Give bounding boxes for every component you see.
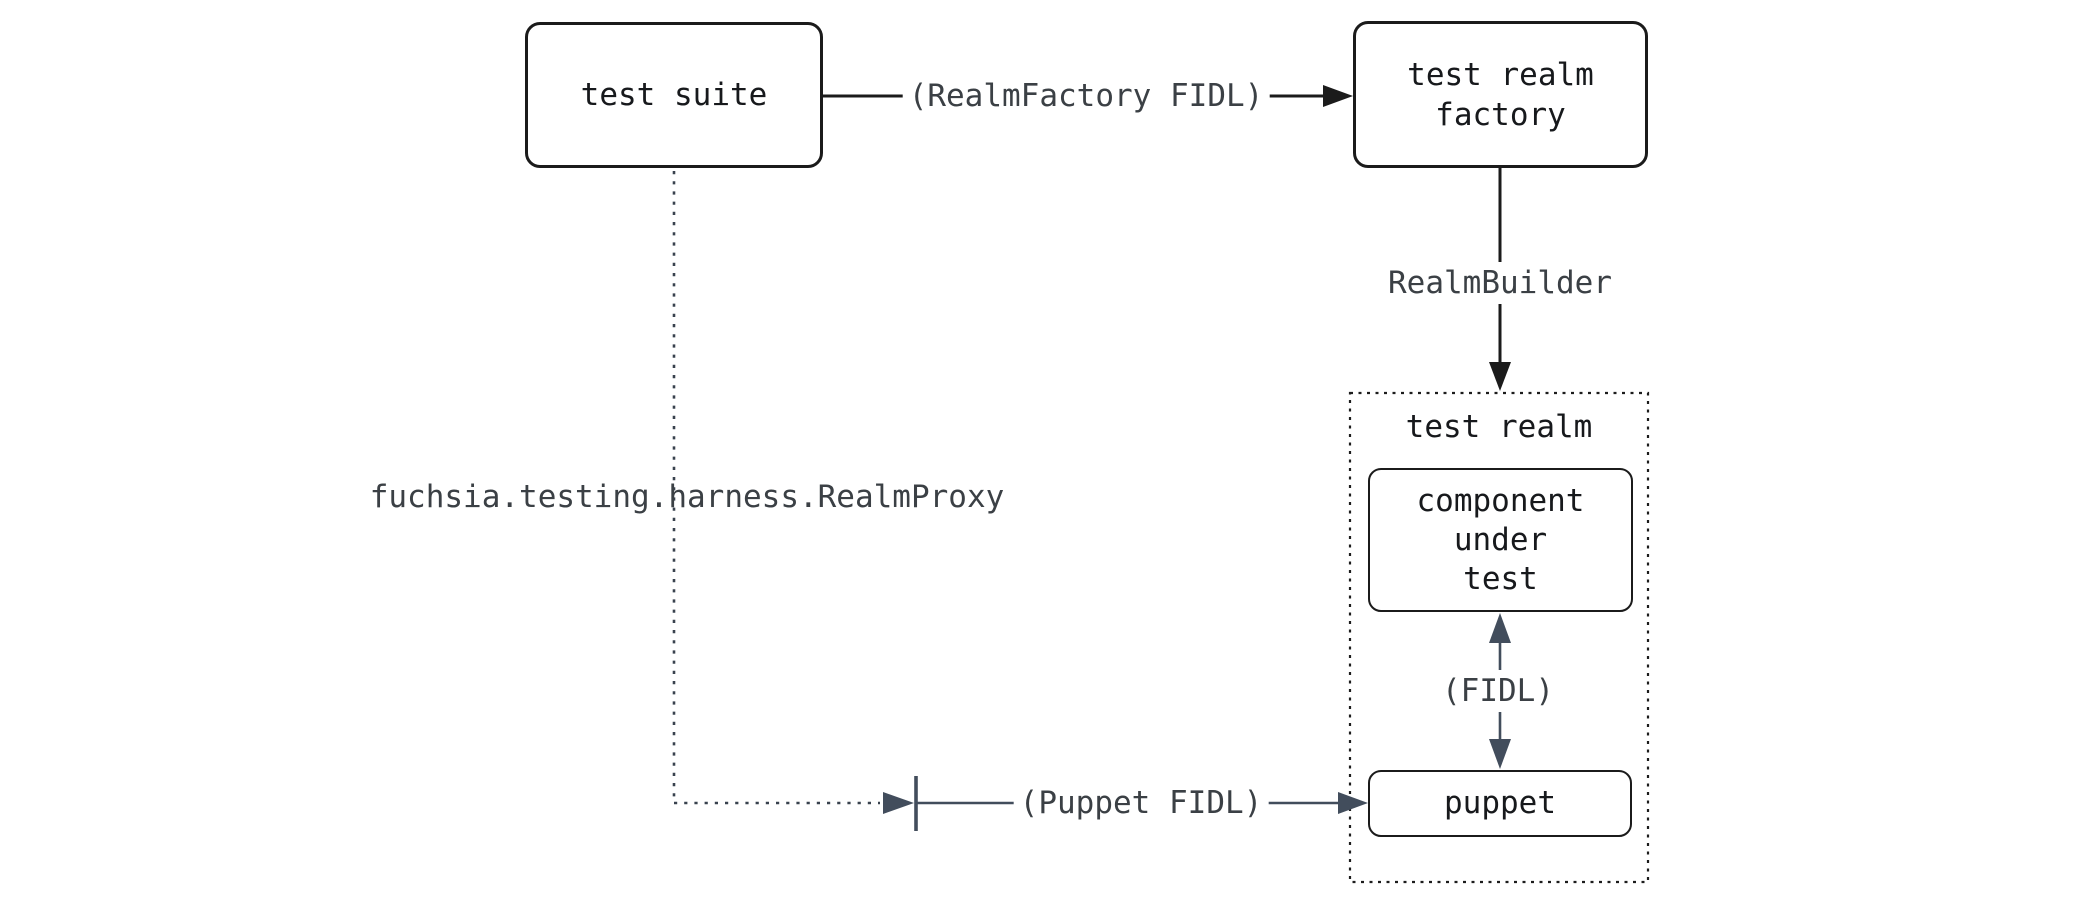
test-realm-container-title: test realm [1405, 409, 1593, 445]
node-puppet-label: puppet [1444, 785, 1556, 821]
realm-builder-connector-label: RealmBuilder [1382, 262, 1618, 304]
node-test-realm-factory-line2: factory [1435, 96, 1566, 133]
arrowhead-right-icon [1323, 85, 1353, 107]
node-test-realm-factory: test realm factory [1353, 21, 1648, 168]
arrowhead-right-icon [1338, 792, 1368, 814]
realm-proxy-connector [672, 171, 918, 831]
node-cut-line3: test [1463, 560, 1538, 597]
fidl-connector-label: (FIDL) [1436, 670, 1560, 712]
realm-proxy-connector-label: fuchsia.testing.harness.RealmProxy [369, 479, 1005, 515]
arrowhead-up-icon [1489, 613, 1511, 643]
arrowhead-down-icon [1489, 362, 1511, 391]
test-realm-container-border [1348, 391, 1650, 884]
node-test-suite-label: test suite [580, 77, 768, 113]
node-test-suite: test suite [525, 22, 823, 168]
node-puppet: puppet [1368, 770, 1632, 837]
node-test-realm-factory-line1: test realm [1407, 56, 1594, 93]
node-cut-line1: component [1416, 482, 1585, 519]
puppet-fidl-connector-label: (Puppet FIDL) [1013, 782, 1269, 824]
arrowhead-right-icon [883, 792, 914, 814]
realm-factory-connector-label: (RealmFactory FIDL) [902, 75, 1270, 117]
arrowhead-down-icon [1489, 739, 1511, 769]
node-component-under-test: component under test [1368, 468, 1633, 612]
node-cut-line2: under [1453, 521, 1548, 558]
